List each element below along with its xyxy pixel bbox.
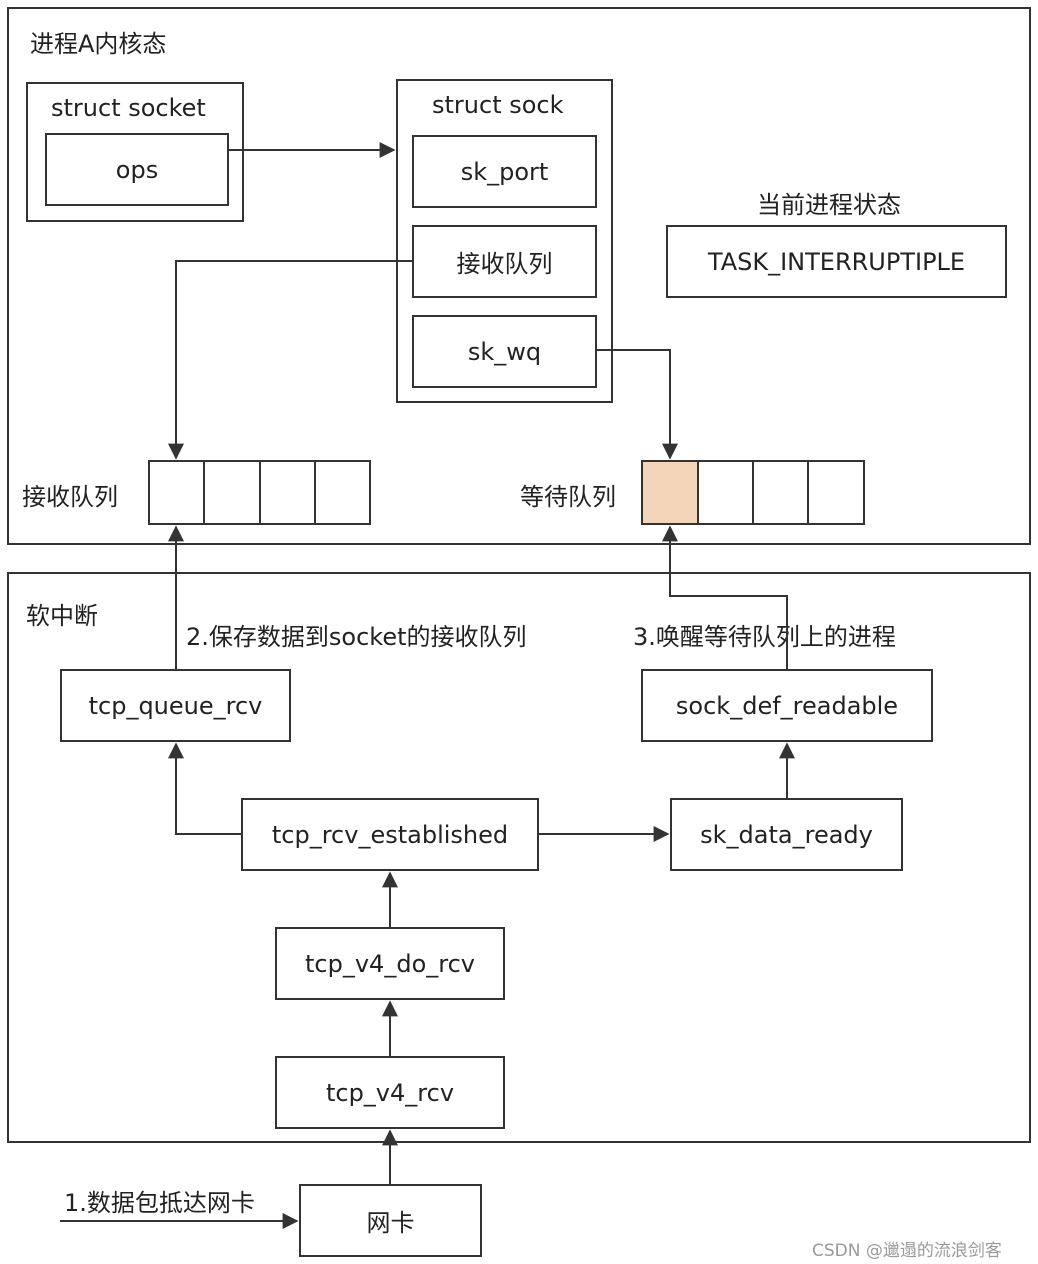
watermark: CSDN @邋遢的流浪剑客 [812, 1241, 1002, 1261]
receive-queue-cell [314, 460, 371, 525]
arrow-established-to-queue-rcv [168, 742, 241, 835]
wait-queue-label: 等待队列 [520, 483, 616, 511]
sk-wq-field: sk_wq [412, 315, 597, 388]
step-1-label: 1.数据包抵达网卡 [64, 1189, 255, 1217]
nic-box: 网卡 [299, 1184, 482, 1257]
struct-socket-title: struct socket [51, 94, 206, 122]
tcp-v4-do-rcv-box: tcp_v4_do_rcv [275, 927, 505, 1000]
tcp-v4-rcv-box: tcp_v4_rcv [275, 1056, 505, 1129]
softirq-title: 软中断 [26, 602, 98, 630]
process-state-value: TASK_INTERRUPTIPLE [666, 225, 1007, 298]
arrow-readable-to-waitqueue [662, 525, 788, 669]
arrow-skwq-to-waitqueue [597, 349, 678, 460]
wait-queue-cell [807, 460, 865, 525]
wait-queue-cell-occupied [641, 460, 699, 525]
receive-queue-cell [148, 460, 205, 525]
kernel-space-title: 进程A内核态 [30, 30, 167, 58]
tcp-rcv-established-box: tcp_rcv_established [241, 798, 539, 871]
sock-def-readable-box: sock_def_readable [641, 669, 933, 742]
process-state-heading: 当前进程状态 [757, 191, 901, 219]
step-2-label: 2.保存数据到socket的接收队列 [186, 623, 527, 651]
struct-sock-title: struct sock [432, 91, 564, 119]
receive-queue-label: 接收队列 [22, 483, 118, 511]
ops-field: ops [45, 133, 229, 206]
arrow-recv-field-to-queue [168, 260, 412, 460]
sk-port-field: sk_port [412, 135, 597, 208]
tcp-queue-rcv-box: tcp_queue_rcv [60, 669, 291, 742]
step-3-label: 3.唤醒等待队列上的进程 [633, 623, 896, 651]
receive-queue-cell [203, 460, 261, 525]
sk-data-ready-box: sk_data_ready [670, 798, 903, 871]
recv-queue-field: 接收队列 [412, 225, 597, 298]
